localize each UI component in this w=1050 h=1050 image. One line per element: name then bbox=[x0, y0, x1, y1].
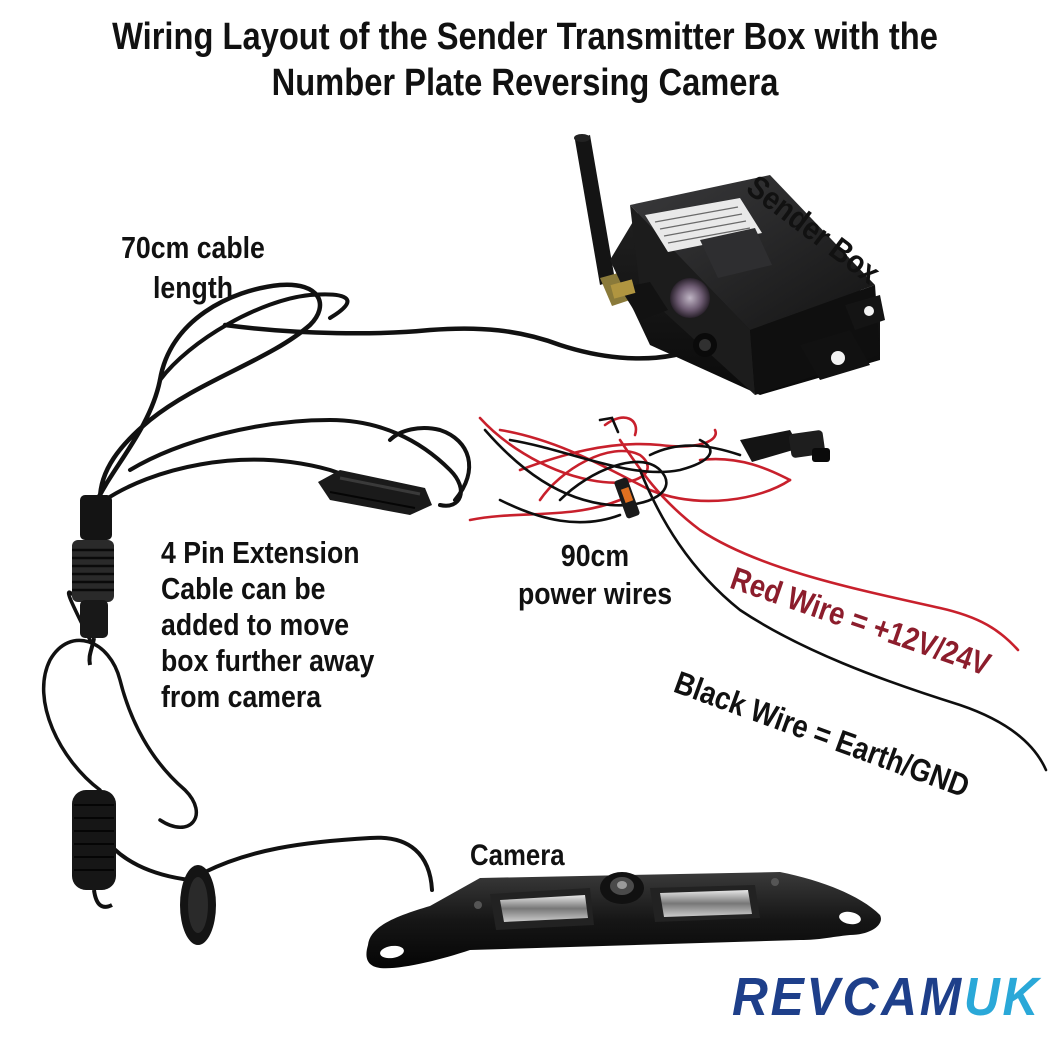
inline-plug bbox=[318, 470, 432, 515]
extension-label-line-1: 4 Pin Extension bbox=[161, 535, 360, 570]
power-wires-label: 90cm power wires bbox=[509, 537, 681, 613]
sender-box bbox=[574, 134, 885, 395]
cable-length-label: 70cm cable length bbox=[111, 228, 274, 308]
wire-splice bbox=[614, 477, 640, 519]
cable-length-label-line-2: length bbox=[153, 270, 233, 305]
page-title: Wiring Layout of the Sender Transmitter … bbox=[74, 14, 977, 106]
extension-label-line-4: box further away bbox=[161, 643, 375, 678]
extension-label-line-5: from camera bbox=[161, 679, 322, 714]
ferrite-connector bbox=[72, 790, 116, 909]
extension-label-line-3: added to move bbox=[161, 607, 350, 642]
title-line-1: Wiring Layout of the Sender Transmitter … bbox=[112, 16, 938, 58]
power-wires-label-line-2: power wires bbox=[517, 576, 673, 611]
cable-length-label-line-1: 70cm cable bbox=[121, 230, 265, 265]
camera bbox=[366, 872, 881, 969]
title-line-2: Number Plate Reversing Camera bbox=[271, 62, 779, 104]
extension-label-line-2: Cable can be bbox=[161, 571, 326, 606]
revcamuk-logo: REVCAMUK bbox=[732, 967, 1041, 1027]
cable-grommet bbox=[180, 865, 216, 945]
camera-label: Camera bbox=[470, 839, 565, 872]
power-wires bbox=[468, 416, 1048, 772]
logo-part-uk: UK bbox=[963, 967, 1042, 1027]
aviation-connector bbox=[72, 495, 114, 666]
logo-part-cam: CAM bbox=[842, 967, 964, 1027]
logo-part-rev: REV bbox=[732, 967, 843, 1027]
fuse-holder bbox=[740, 430, 830, 462]
power-wires-label-line-1: 90cm bbox=[560, 538, 630, 573]
extension-cable-label: 4 Pin Extension Cable can be added to mo… bbox=[161, 535, 374, 715]
